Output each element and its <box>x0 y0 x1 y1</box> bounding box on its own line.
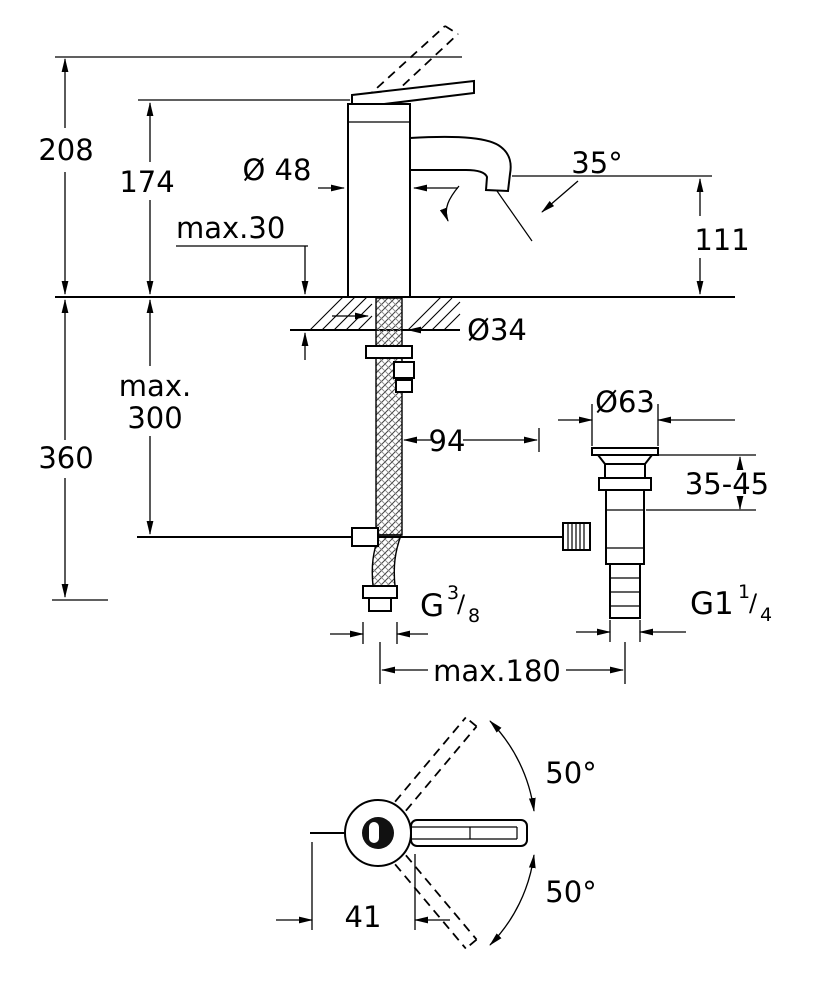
thread-g114-main: G1 <box>690 586 734 622</box>
dim-label-35deg: 35° <box>571 146 622 180</box>
top-view: 50° 50° 41 <box>276 716 597 950</box>
handle-swing-upper <box>394 716 478 812</box>
dim-label-111: 111 <box>694 223 749 257</box>
dim-label-max180: max.180 <box>433 654 561 688</box>
dim-offset-41: 41 <box>276 842 450 934</box>
supply-hose <box>362 297 415 612</box>
handle-swing-lower <box>394 854 478 950</box>
drain-flange <box>591 447 659 456</box>
dim-drain-range: 35-45 <box>646 454 769 511</box>
dim-flange-diameter: Ø63 <box>558 385 735 446</box>
dim-spray-angle: 35° <box>541 146 623 213</box>
mounting-nut <box>365 345 413 359</box>
dim-label-max30: max.30 <box>176 211 285 245</box>
drain-assembly <box>562 447 659 619</box>
lock-ring <box>598 477 652 491</box>
dim-label-dia63: Ø63 <box>595 385 655 419</box>
dim-label-50-upper: 50° <box>545 756 596 790</box>
thread-g38-main: G <box>420 588 444 624</box>
hub-slot <box>369 822 379 843</box>
dim-drain-distance: max.180 <box>379 642 626 688</box>
drain-body <box>605 489 645 565</box>
spout-top <box>410 819 528 847</box>
dim-swing-lower: 50° <box>489 854 597 946</box>
dim-hose-length: max. 300 <box>119 299 191 535</box>
side-view: 208 174 360 max. 300 111 max.30 <box>38 25 772 688</box>
dim-spout-height: 111 <box>694 178 750 295</box>
dim-label-max: max. <box>119 369 191 403</box>
dim-drain-thread: G1 1 / 4 <box>576 581 772 642</box>
dim-label-3545: 35-45 <box>685 467 769 501</box>
thread-g38-slash: / <box>457 590 466 618</box>
dim-label-50-lower: 50° <box>545 875 596 909</box>
dim-hole-diameter: Ø34 <box>332 312 527 347</box>
dim-label-174: 174 <box>119 165 174 199</box>
dim-under-counter: 360 <box>38 299 94 598</box>
pop-up-rod <box>137 527 563 547</box>
spout <box>409 135 512 193</box>
rod-clamp <box>351 527 379 547</box>
dim-label-41: 41 <box>345 900 382 934</box>
dim-label-360: 360 <box>38 441 93 475</box>
faucet-side <box>347 25 533 298</box>
dim-label-300: 300 <box>127 401 182 435</box>
faucet-body <box>347 103 411 298</box>
dim-rod-projection: 94 <box>403 424 540 458</box>
dim-total-height: 208 <box>38 58 94 295</box>
dim-label-94: 94 <box>429 424 466 458</box>
swivel-arrow <box>439 185 460 222</box>
drain-tailpipe <box>609 563 641 619</box>
thread-g38-sub: 8 <box>468 605 480 627</box>
dim-deck-thickness: max.30 <box>176 211 309 360</box>
dim-swing-upper: 50° <box>489 720 597 812</box>
dim-body-diameter: Ø 48 <box>243 153 458 192</box>
dim-label-dia48: Ø 48 <box>243 153 312 187</box>
dim-body-height: 174 <box>119 102 175 295</box>
dim-label-208: 208 <box>38 133 93 167</box>
thread-g38-sup: 3 <box>447 582 459 604</box>
thread-g114-sub: 4 <box>760 604 772 626</box>
thread-g114-slash: / <box>749 589 758 617</box>
dim-label-dia34: Ø34 <box>467 313 527 347</box>
reference-lines <box>52 56 712 601</box>
hose-nut <box>362 585 398 599</box>
dim-hose-thread: G 3 / 8 <box>330 582 480 644</box>
thread-g114-sup: 1 <box>738 581 750 603</box>
spray-angle-line <box>496 190 533 242</box>
